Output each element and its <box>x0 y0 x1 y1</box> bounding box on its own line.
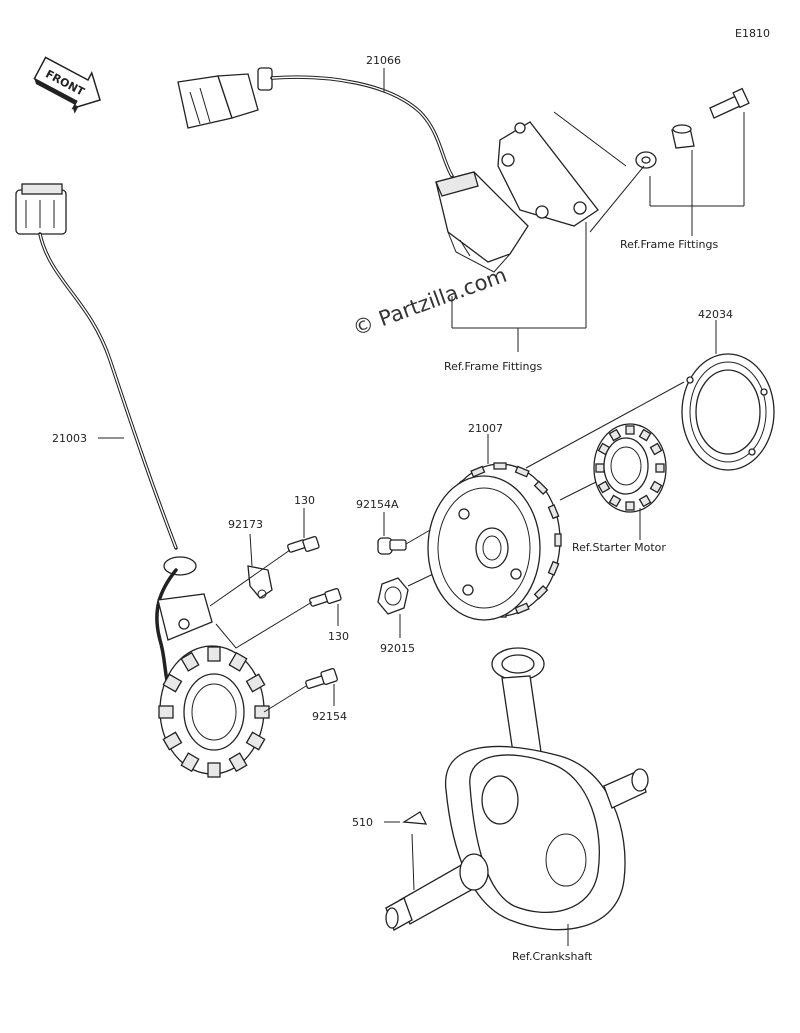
stator-pole <box>254 705 270 719</box>
leader-510-to-shaft <box>411 833 415 891</box>
callout-92015: 92015 <box>380 642 415 655</box>
stator-coil <box>158 645 270 778</box>
stator-pole <box>162 731 183 751</box>
nut-92015 <box>377 577 409 615</box>
bolt-92154 <box>305 668 338 690</box>
clamp-92173 <box>247 565 273 599</box>
gasket-42034 <box>681 353 775 471</box>
rotor-fin <box>547 560 560 576</box>
front-direction-arrow: FRONT <box>33 56 101 114</box>
rotor-fin <box>514 465 530 478</box>
stator-pole <box>245 673 266 693</box>
stator-pole <box>162 673 183 693</box>
callout-92154: 92154 <box>312 710 347 723</box>
clutch-roller <box>608 494 622 508</box>
crankshaft <box>385 647 649 931</box>
rotor-fin <box>493 462 507 470</box>
woodruff-key-510 <box>402 811 428 825</box>
stator-pole <box>228 752 248 773</box>
rotor-fin <box>547 504 560 520</box>
callout-92173: 92173 <box>228 518 263 531</box>
stator-pole <box>228 651 248 672</box>
callout-frame-fittings-top: Ref.Frame Fittings <box>620 238 718 251</box>
clutch-roller <box>655 463 665 473</box>
stator-pole <box>207 646 221 662</box>
flywheel-rotor-21007 <box>427 462 562 621</box>
callout-21003: 21003 <box>52 432 87 445</box>
rotor-fin <box>554 533 562 547</box>
rotor-fin <box>533 585 549 600</box>
bolt-130-mid <box>309 588 342 607</box>
clutch-roller <box>638 494 652 508</box>
diagram-code: E1810 <box>735 27 770 40</box>
callout-21007: 21007 <box>468 422 503 435</box>
frame-fittings-mid-leaders <box>451 222 587 352</box>
starter-clutch <box>593 423 667 513</box>
clutch-roller <box>625 501 635 511</box>
rotor-fin <box>470 465 486 478</box>
callout-frame-fittings-mid: Ref.Frame Fittings <box>444 360 542 373</box>
callout-130-top: 130 <box>294 494 315 507</box>
stator-pole <box>207 762 221 778</box>
rotor-fin <box>514 602 530 615</box>
stator-pole <box>158 705 174 719</box>
harness-21003 <box>15 183 213 692</box>
callout-510: 510 <box>352 816 373 829</box>
clutch-roller <box>638 428 652 442</box>
bolt-130-top <box>287 536 320 553</box>
rotor-fin <box>533 480 549 495</box>
harness-21066 <box>177 67 599 273</box>
clutch-roller <box>625 425 635 435</box>
callout-130-mid: 130 <box>328 630 349 643</box>
clutch-roller <box>608 428 622 442</box>
stator-pole <box>180 651 200 672</box>
clutch-roller <box>597 480 611 494</box>
clutch-roller <box>595 463 605 473</box>
bolt-92154a <box>377 537 407 555</box>
callout-92154a: 92154A <box>356 498 399 511</box>
watermark: © Partzilla.com <box>350 263 510 341</box>
clutch-roller <box>649 442 663 456</box>
callout-42034: 42034 <box>698 308 733 321</box>
stator-pole <box>180 752 200 773</box>
callout-crankshaft: Ref.Crankshaft <box>512 950 593 963</box>
clutch-roller <box>649 480 663 494</box>
callout-starter-motor: Ref.Starter Motor <box>572 541 666 554</box>
stator-pole <box>245 731 266 751</box>
leader-92173 <box>249 533 253 567</box>
callout-21066: 21066 <box>366 54 401 67</box>
frame-fittings-top <box>553 87 750 236</box>
